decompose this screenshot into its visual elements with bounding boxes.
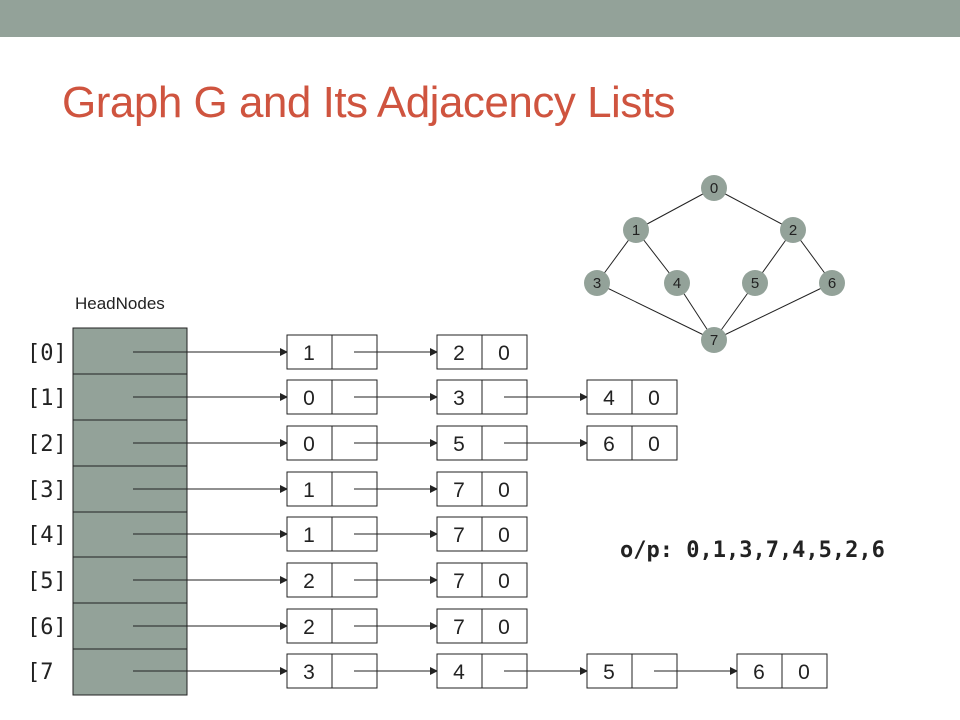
headnode-index-label: [7 [27, 660, 54, 685]
graph-vertex [701, 327, 727, 353]
headnode-index-label: [2] [27, 432, 67, 457]
graph-vertex-label: 2 [789, 222, 797, 239]
graph-vertex-label: 0 [710, 180, 718, 197]
graph-vertex [664, 270, 690, 296]
headnode-index-label: [6] [27, 615, 67, 640]
headnode-cell [72, 327, 188, 375]
list-node-vertex: 2 [303, 570, 315, 593]
graph-vertex-label: 6 [828, 275, 836, 292]
list-node-null-link: 0 [498, 524, 510, 547]
headnode-cell [72, 648, 188, 696]
slide-title: Graph G and Its Adjacency Lists [62, 78, 676, 127]
list-node-vertex: 4 [603, 387, 615, 410]
graph-vertex [780, 217, 806, 243]
list-node-vertex: 7 [453, 616, 465, 639]
graph-edge [713, 282, 833, 341]
list-node-vertex: 2 [303, 616, 315, 639]
headnode-index-label: [1] [27, 386, 67, 411]
list-node-null-link: 0 [498, 616, 510, 639]
list-node-null-link: 0 [498, 479, 510, 502]
graph-vertex [742, 270, 768, 296]
list-node-vertex: 6 [603, 433, 615, 456]
list-node-null-link: 0 [498, 570, 510, 593]
graph-vertex-label: 4 [673, 275, 681, 292]
graph-vertex [584, 270, 610, 296]
list-node-null-link: 0 [798, 661, 810, 684]
graph-edge [635, 187, 715, 231]
list-node-null-link: 0 [648, 387, 660, 410]
graph-vertex-label: 1 [632, 222, 640, 239]
list-node-vertex: 5 [453, 433, 465, 456]
graph-vertex-label: 7 [710, 332, 718, 349]
list-node-vertex: 7 [453, 524, 465, 547]
list-node-vertex: 1 [303, 524, 315, 547]
list-node-vertex: 6 [753, 661, 765, 684]
headnodes-caption: HeadNodes [75, 294, 165, 313]
graph-edge [596, 282, 715, 341]
graph-vertex [623, 217, 649, 243]
output-sequence: o/p: 0,1,3,7,4,5,2,6 [620, 538, 885, 563]
list-node-vertex: 1 [303, 342, 315, 365]
headnode-index-label: [4] [27, 523, 67, 548]
list-node-vertex: 1 [303, 479, 315, 502]
list-node-vertex: 3 [453, 387, 465, 410]
list-node-null-link: 0 [498, 342, 510, 365]
list-node-null-link: 0 [648, 433, 660, 456]
list-node-vertex: 2 [453, 342, 465, 365]
list-node-vertex: 5 [603, 661, 615, 684]
headnode-index-label: [3] [27, 478, 67, 503]
list-node-vertex: 3 [303, 661, 315, 684]
list-node-vertex: 4 [453, 661, 465, 684]
slide-top-bar [0, 0, 960, 37]
graph-vertex [819, 270, 845, 296]
graph-vertex-label: 5 [751, 275, 759, 292]
list-node-vertex: 0 [303, 433, 315, 456]
headnode-index-label: [0] [27, 341, 67, 366]
list-node-vertex: 0 [303, 387, 315, 410]
graph-vertex-label: 3 [593, 275, 601, 292]
list-node-vertex: 7 [453, 479, 465, 502]
graph-vertex [701, 175, 727, 201]
headnode-index-label: [5] [27, 569, 67, 594]
list-node-vertex: 7 [453, 570, 465, 593]
graph-edge [713, 187, 794, 231]
